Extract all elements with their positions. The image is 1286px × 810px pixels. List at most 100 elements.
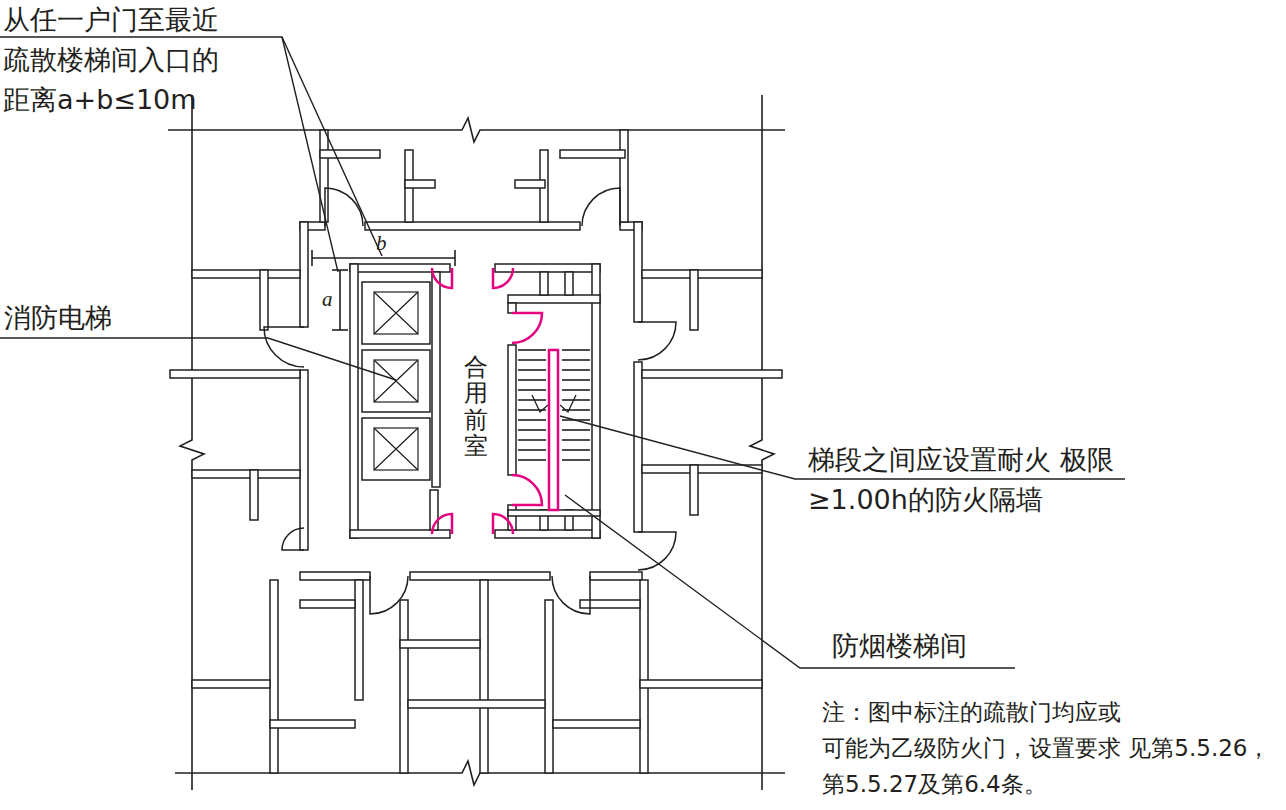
grid-line bbox=[312, 257, 455, 259]
wall bbox=[432, 272, 440, 487]
door-swing bbox=[512, 313, 542, 343]
grid-line bbox=[454, 250, 456, 266]
wall bbox=[642, 270, 762, 278]
grid-line bbox=[518, 429, 546, 431]
wall bbox=[690, 270, 698, 330]
wall bbox=[300, 572, 370, 580]
wall bbox=[580, 600, 640, 608]
elevator-car bbox=[374, 292, 418, 334]
elevator-shaft bbox=[362, 282, 430, 344]
wall bbox=[690, 465, 698, 515]
wall bbox=[400, 600, 408, 773]
grid-line bbox=[518, 399, 546, 401]
wall bbox=[620, 130, 628, 222]
wall bbox=[250, 470, 258, 520]
wall bbox=[565, 272, 573, 295]
elevator-cross bbox=[374, 292, 418, 334]
wall bbox=[408, 700, 545, 708]
room-name: 合用前室 bbox=[464, 354, 488, 460]
grid-line bbox=[562, 459, 590, 461]
elevator-shaft bbox=[362, 418, 430, 480]
wall bbox=[270, 720, 355, 728]
wall bbox=[640, 580, 648, 773]
door-swing bbox=[638, 532, 676, 570]
callout-text: 梯段之间应设置耐火 极限≥1.00h的防火隔墙 bbox=[808, 440, 1188, 520]
elevator-car bbox=[374, 360, 418, 402]
callout-text: 消防电梯 bbox=[4, 300, 112, 336]
door-swing bbox=[432, 268, 452, 288]
wall bbox=[400, 640, 480, 648]
wall bbox=[560, 150, 625, 158]
wall bbox=[350, 264, 450, 272]
callout-text: 注：图中标注的疏散门均应或 可能为乙级防火门，设置要求 见第5.5.26，第5.… bbox=[822, 694, 1284, 802]
callout-text: 从任一户门至最近 疏散楼梯间入口的 距离a+b≤10m bbox=[3, 0, 253, 120]
wall bbox=[355, 580, 363, 700]
grid-line bbox=[518, 449, 546, 451]
grid-line bbox=[562, 369, 590, 371]
wall bbox=[495, 530, 600, 538]
wall bbox=[192, 470, 300, 478]
wall bbox=[508, 345, 516, 475]
grid-line bbox=[562, 449, 590, 451]
elevator-cross bbox=[374, 428, 418, 470]
callout-text: a bbox=[322, 288, 333, 310]
wall bbox=[260, 270, 268, 330]
door-swing bbox=[370, 576, 408, 614]
door-swing bbox=[493, 514, 513, 534]
leader-line bbox=[282, 37, 382, 256]
wall bbox=[508, 295, 600, 303]
grid-line bbox=[562, 399, 590, 401]
grid-line bbox=[518, 459, 546, 461]
wall bbox=[300, 370, 308, 550]
leader-line bbox=[565, 495, 1015, 668]
plan-drawing bbox=[0, 37, 1125, 790]
wall bbox=[350, 530, 450, 538]
grid-line bbox=[518, 359, 546, 361]
grid-line bbox=[518, 389, 546, 391]
wall bbox=[634, 362, 642, 532]
wall bbox=[592, 264, 600, 538]
callout-text: b bbox=[376, 232, 387, 254]
wall bbox=[495, 264, 600, 272]
room-label: 合用前室 bbox=[462, 352, 490, 462]
wall bbox=[270, 580, 278, 773]
wall bbox=[508, 303, 516, 313]
grid-line bbox=[518, 349, 546, 351]
door-swing bbox=[638, 322, 676, 360]
door-swing bbox=[512, 475, 542, 505]
grid-line bbox=[332, 269, 348, 271]
door-swing bbox=[582, 188, 620, 226]
wall bbox=[192, 680, 270, 688]
callout-text: 防烟楼梯间 bbox=[832, 628, 967, 664]
door-swing bbox=[552, 576, 590, 614]
grid-line bbox=[332, 329, 348, 331]
leader-line bbox=[0, 338, 396, 380]
wall bbox=[170, 370, 300, 378]
wall bbox=[642, 370, 782, 378]
door-swing bbox=[432, 514, 452, 534]
elevator-cross bbox=[374, 360, 418, 402]
wall bbox=[320, 150, 380, 158]
wall bbox=[320, 130, 328, 222]
grid-line bbox=[311, 250, 313, 266]
wall bbox=[642, 465, 762, 473]
elevator-shaft bbox=[362, 350, 430, 412]
door-swing bbox=[282, 528, 304, 550]
grid-line bbox=[518, 379, 546, 381]
grid-line bbox=[518, 369, 546, 371]
grid-line bbox=[562, 389, 590, 391]
wall bbox=[405, 180, 435, 188]
wall bbox=[634, 222, 642, 322]
grid-line bbox=[518, 439, 546, 441]
grid-line bbox=[562, 349, 590, 351]
wall bbox=[590, 572, 642, 580]
door-swing bbox=[264, 327, 304, 367]
wall bbox=[515, 180, 545, 188]
door-swing bbox=[325, 188, 363, 226]
grid-line bbox=[339, 270, 341, 330]
wall bbox=[300, 222, 308, 327]
wall bbox=[300, 600, 355, 608]
grid-line bbox=[562, 359, 590, 361]
